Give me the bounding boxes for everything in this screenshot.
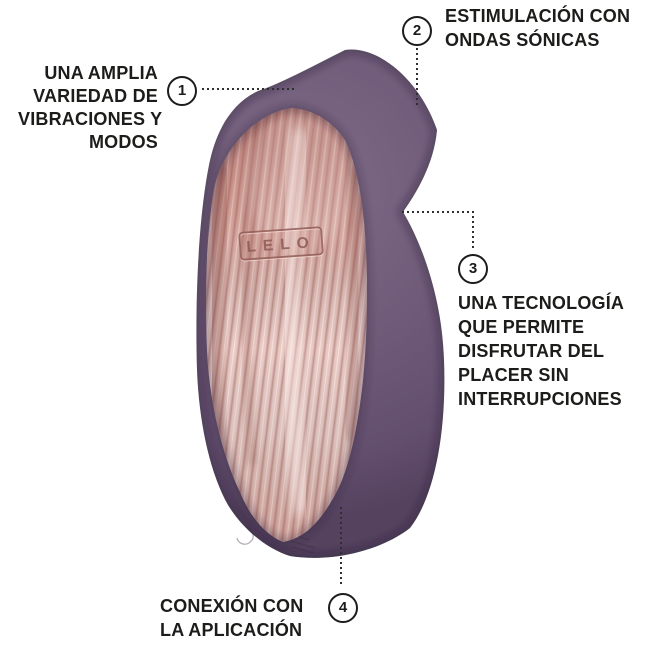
callout-1-line: UNA AMPLIA [44,63,158,83]
lelo-logo-plate: LELO [238,226,324,262]
callout-3-connector-line-vertical [472,211,474,248]
callout-3-connector-line-horizontal [402,211,474,213]
callout-3-line: DISFRUTAR DEL [458,341,605,361]
callout-3-number-circle: 3 [458,254,488,284]
callout-1-number-circle: 1 [167,76,197,106]
callout-3-line: INTERRUPCIONES [458,389,622,409]
callout-1-line: VIBRACIONES Y [18,109,163,129]
lelo-logo-text: LELO [246,234,316,256]
callout-2-number-circle: 2 [402,16,432,46]
callout-3-text: UNA TECNOLOGÍA QUE PERMITE DISFRUTAR DEL… [458,291,624,411]
callout-1-text: UNA AMPLIA VARIEDAD DE VIBRACIONES Y MOD… [18,62,163,154]
callout-1-connector-line [202,88,295,90]
callout-2-line: ESTIMULACIÓN CON [445,6,631,26]
callout-4-number-circle: 4 [328,593,358,623]
callout-4-line: CONEXIÓN CON [160,596,304,616]
callout-3-line: QUE PERMITE [458,317,585,337]
callout-3-line: UNA TECNOLOGÍA [458,293,625,313]
callout-1-line: VARIEDAD DE [33,86,158,106]
callout-4-text: CONEXIÓN CON LA APLICACIÓN [160,594,303,642]
engraving-marks [236,525,316,554]
callout-1-line: MODOS [88,132,158,152]
callout-3-line: PLACER SIN [458,365,570,385]
callout-4-connector-line [340,507,342,585]
callout-2-connector-line [416,48,418,108]
device-shell [203,104,370,546]
callout-4-line: LA APLICACIÓN [160,620,303,640]
callout-2-line: ONDAS SÓNICAS [445,30,600,50]
callout-2-text: ESTIMULACIÓN CON ONDAS SÓNICAS [445,4,630,52]
